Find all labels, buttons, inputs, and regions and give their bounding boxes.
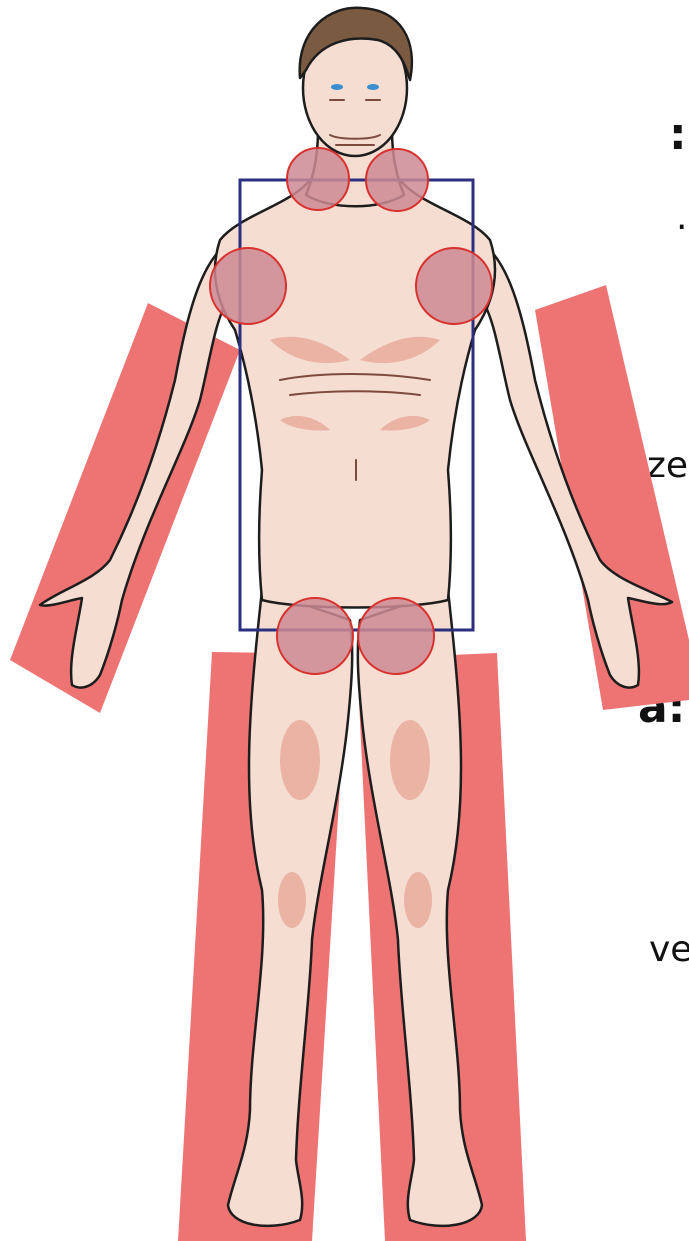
marker-left-neck	[366, 149, 428, 211]
marker-right-groin	[277, 598, 353, 674]
torso	[215, 180, 495, 608]
marker-right-axilla	[210, 248, 286, 324]
marker-right-neck	[287, 148, 349, 210]
marker-left-axilla	[416, 248, 492, 324]
marker-left-groin	[358, 598, 434, 674]
